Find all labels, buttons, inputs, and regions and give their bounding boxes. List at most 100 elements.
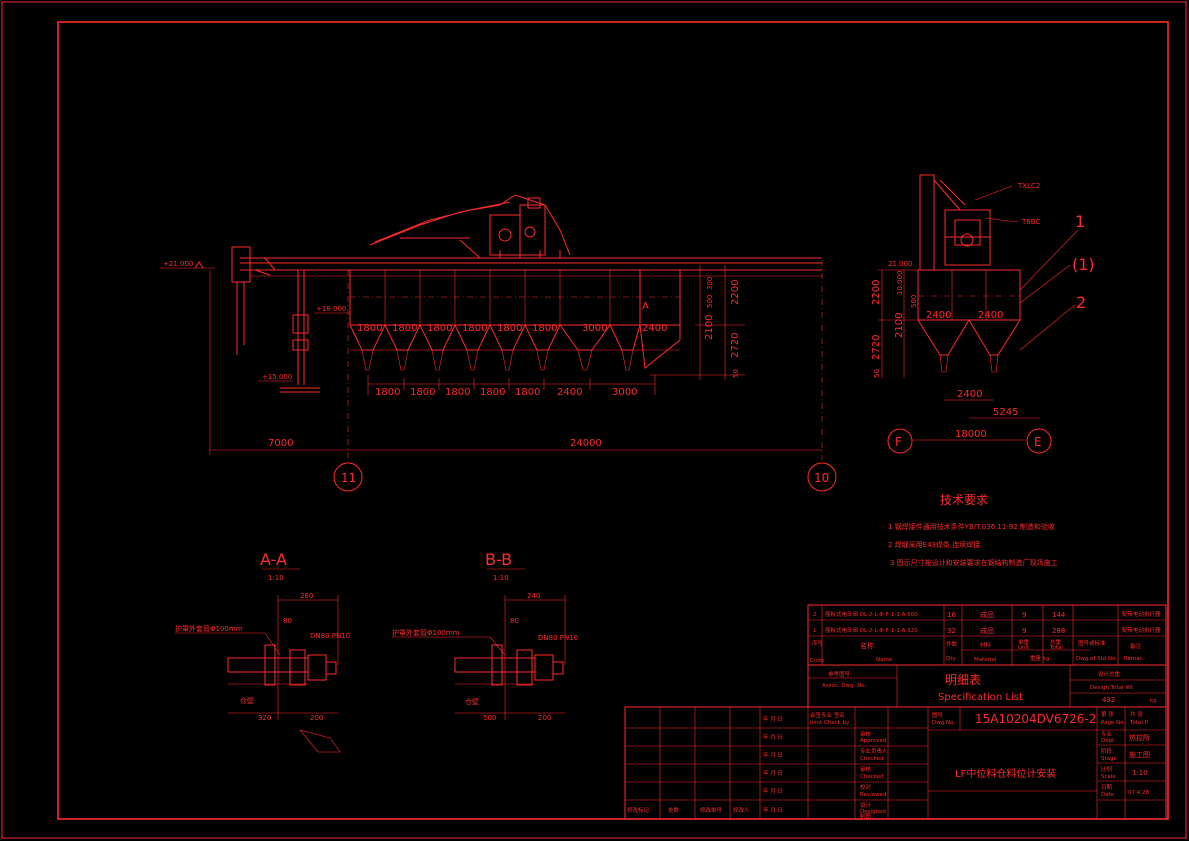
cell: 插板式电动阀 DL-2-L-Φ-F-1-1-A-320 (825, 626, 918, 634)
elevation-low: +15.000 (262, 373, 292, 381)
axis-bubble-10: 10 (814, 471, 829, 485)
dim-text: 300 (706, 277, 714, 290)
scale-value: 1:10 (1132, 769, 1148, 777)
section-scale: 1:10 (493, 574, 509, 582)
dim-text: 1800 (497, 323, 522, 334)
upper-bin-dims: 1800 1800 1800 1800 1800 1800 3000 2400 … (357, 301, 667, 334)
side-elevation: TXLC2 T6BC 1 (1) 2 21.000 2200 10.000 50… (871, 174, 1095, 454)
header-cell: Code (810, 658, 825, 664)
spec-title-en: Specification List (938, 692, 1023, 703)
dates-label: 年 月 日 (763, 806, 783, 814)
design-total-label-en: Design Total Wt. (1090, 685, 1135, 691)
header-cell: 重量 kg (1030, 654, 1049, 662)
dim-text: 240 (527, 592, 540, 600)
approval-label: 设计 (860, 801, 872, 809)
rev-col-label: 修改标记 (627, 806, 650, 814)
dim-text: 3000 (582, 323, 607, 334)
approval-label: 制图 (860, 812, 872, 820)
part-wall: 仓壁 (465, 697, 479, 706)
header-cell: 件数 (946, 640, 958, 648)
dim-text: 2400 (557, 387, 582, 398)
dim-text: 1800 (410, 387, 435, 398)
left-tower (231, 246, 320, 393)
inner-border (57, 21, 1169, 820)
header-cell: Remar. (1124, 656, 1143, 662)
drawing-title: LF中位料仓料位计安装 (955, 767, 1056, 780)
cell: 288 (1052, 627, 1065, 635)
header-cell: 名称 (860, 641, 874, 650)
cell: 成品 (980, 610, 994, 619)
dates-label: 年 月 日 (763, 751, 783, 759)
stage-label: 阶段 (1101, 747, 1113, 755)
stage-label-en: Stage (1101, 756, 1118, 762)
bins (349, 269, 681, 371)
cell: 2 (813, 612, 817, 618)
dim-text: 2400 (978, 310, 1003, 321)
section-mark: A (642, 301, 649, 312)
date-label-en: Date (1101, 792, 1115, 798)
approval-label-en: Checked (860, 774, 884, 780)
label-txlc2: TXLC2 (1017, 182, 1040, 190)
dim-text: 3000 (612, 387, 637, 398)
dim-text: 500 (706, 295, 714, 308)
pages-label: 共 张 (1130, 710, 1143, 718)
tech-req-item: 1 钢焊接件通用技术条件YB/T.036.11-92 制造和验收 (888, 522, 1055, 531)
dim-text: 2200 (730, 280, 741, 305)
ref-dwg-label-en: Assoc. Dwg. No. (822, 683, 866, 689)
sign-header-en: Joint Check by (809, 720, 850, 726)
cell: 32 (947, 627, 956, 635)
header-cell: 材料 (980, 641, 992, 649)
dim-text: 5245 (993, 407, 1018, 418)
dim-text: 500 (910, 295, 918, 308)
part-wall: 仓壁 (240, 696, 254, 705)
approval-label-en: Reviewed (860, 792, 887, 798)
dim-text: 10.000 (896, 271, 904, 296)
dim-text: 1800 (480, 387, 505, 398)
note-flange: DN80 PN10 (538, 634, 578, 642)
weight-unit: kg (1150, 698, 1157, 704)
stage-value: 施工图 (1129, 750, 1150, 759)
dim-text: 200 (310, 714, 323, 722)
side-elev-top: 21.000 (888, 260, 913, 268)
dates-label: 年 月 日 (763, 787, 783, 795)
dim-text: 2200 (871, 280, 882, 305)
dim-text: 18000 (955, 429, 987, 440)
approval-label-en: Approved (860, 738, 886, 744)
cell: 配带电动执行器 (1122, 626, 1161, 634)
rev-col-label: 修改人 (733, 806, 750, 814)
dim-text: 2720 (730, 333, 741, 358)
dim-text: 2100 (894, 313, 905, 338)
dim-text: 2400 (957, 389, 982, 400)
header-cell: 图号或标准 (1078, 639, 1106, 647)
dim-text: 1800 (445, 387, 470, 398)
balloon-2: 2 (1076, 293, 1086, 312)
note-flange: DN80 PN10 (310, 632, 350, 640)
ref-dwg-label: 参考图号 (828, 670, 851, 678)
overall-dims: 7000 24000 11 10 (209, 260, 837, 492)
dim-24000: 24000 (570, 438, 602, 449)
note-casing: 护罩外套管Φ100mm (392, 628, 460, 637)
cell: 配带电动执行器 (1122, 610, 1161, 618)
elevation-top: +21.000 (163, 260, 193, 268)
dim-text: 320 (258, 714, 271, 722)
lower-bin-dims: 1800 1800 1800 1800 1800 2400 3000 (367, 375, 656, 398)
parts-list: 2 插板式电动阀 DL-2-L-Φ-F-1-1-A-500 16 成品 9 14… (807, 604, 1167, 666)
axis-bubble-e: E (1034, 435, 1042, 449)
pages-label-en: Total P. (1129, 720, 1149, 726)
front-elevation: 1800 1800 1800 1800 1800 1800 3000 2400 … (160, 194, 837, 492)
dates-label: 年 月 日 (763, 715, 783, 723)
header-cell: Material (974, 657, 997, 663)
elevation-mid: +18.000 (316, 305, 346, 313)
design-total-label: 设计总重 (1098, 670, 1121, 678)
dim-text: 1800 (462, 323, 487, 334)
approval-label: 审核 (860, 730, 872, 738)
dwg-no-label: 图号 (932, 711, 944, 719)
dim-text: 80 (283, 617, 292, 625)
axis-bubble-f: F (895, 435, 902, 449)
header-cell: 序号 (812, 639, 824, 647)
sign-header: 会签专业 签名 (810, 711, 845, 719)
dim-text: 500 (483, 714, 496, 722)
label-t6bc: T6BC (1021, 218, 1040, 226)
header-cell: 总重 (1050, 638, 1062, 646)
